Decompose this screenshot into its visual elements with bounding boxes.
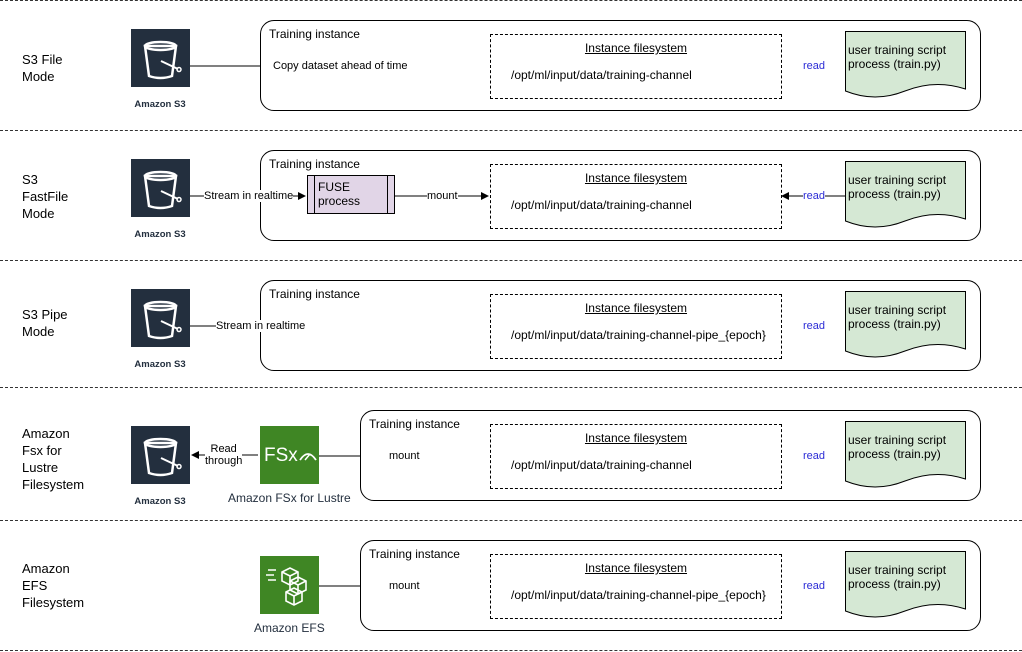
instance-filesystem: Instance filesystem /opt/ml/input/data/t… — [490, 424, 782, 489]
fs-path: /opt/ml/input/data/training-channel — [511, 68, 692, 82]
efs-icon — [260, 556, 319, 614]
mount-label: mount — [389, 580, 420, 592]
row-separator — [0, 130, 1022, 131]
train-script-doc — [845, 551, 966, 618]
row-efs: Amazon EFS Filesystem Amazon EFS Trainin… — [0, 520, 1022, 650]
fs-title: Instance filesystem — [584, 431, 688, 445]
row-separator — [0, 520, 1022, 521]
read-label: read — [803, 60, 826, 72]
instance-filesystem: Instance filesystem /opt/ml/input/data/t… — [490, 34, 782, 99]
row-separator — [0, 387, 1022, 388]
fuse-label: FUSE process — [318, 180, 361, 208]
read-label: read — [803, 320, 826, 332]
s3-bucket-icon — [131, 289, 190, 347]
train-script-text: user training script process (train.py) — [848, 563, 947, 591]
read-through-label: Read through — [205, 443, 243, 467]
s3-label: Amazon S3 — [134, 359, 186, 370]
instance-title: Training instance — [369, 417, 460, 431]
stream-realtime-label: Stream in realtime — [204, 190, 294, 202]
s3-label: Amazon S3 — [134, 229, 186, 240]
train-script-text: user training script process (train.py) — [848, 173, 947, 201]
read-label: read — [803, 190, 826, 202]
fsx-service-label: Amazon FSx for Lustre — [228, 491, 351, 505]
train-script-doc — [845, 31, 966, 98]
mode-title: S3 File Mode — [22, 52, 63, 84]
row-separator — [0, 0, 1022, 1]
s3-label: Amazon S3 — [134, 496, 186, 507]
row-s3-fastfile-mode: S3 FastFile Mode Amazon S3 Training inst… — [0, 130, 1022, 260]
stream-realtime-label: Stream in realtime — [216, 320, 306, 332]
train-script-doc — [845, 161, 966, 228]
s3-bucket-icon — [131, 426, 190, 484]
copy-dataset-label: Copy dataset ahead of time — [273, 60, 408, 72]
fs-path: /opt/ml/input/data/training-channel-pipe… — [511, 588, 766, 602]
s3-bucket-icon — [131, 29, 190, 87]
row-separator — [0, 260, 1022, 261]
read-label: read — [803, 580, 826, 592]
train-script-doc — [845, 291, 966, 358]
mount-label: mount — [389, 450, 420, 462]
fs-path: /opt/ml/input/data/training-channel-pipe… — [511, 328, 766, 342]
read-label: read — [803, 450, 826, 462]
fs-title: Instance filesystem — [584, 41, 688, 55]
fuse-process: FUSE process — [307, 175, 395, 214]
fs-path: /opt/ml/input/data/training-channel — [511, 198, 692, 212]
train-script-doc — [845, 421, 966, 488]
mount-label: mount — [427, 190, 458, 202]
mode-title: Amazon Fsx for Lustre Filesystem — [22, 426, 85, 492]
row-separator — [0, 650, 1022, 651]
instance-filesystem: Instance filesystem /opt/ml/input/data/t… — [490, 164, 782, 229]
instance-title: Training instance — [369, 547, 460, 561]
s3-bucket-icon — [131, 159, 190, 217]
fs-title: Instance filesystem — [584, 171, 688, 185]
instance-title: Training instance — [269, 27, 360, 41]
fsx-lustre-icon: FSx — [260, 426, 319, 484]
s3-label: Amazon S3 — [134, 99, 186, 110]
efs-service-label: Amazon EFS — [254, 621, 325, 635]
row-s3-file-mode: S3 File Mode Amazon S3 Training instance… — [0, 0, 1022, 130]
instance-filesystem: Instance filesystem /opt/ml/input/data/t… — [490, 554, 782, 619]
instance-filesystem: Instance filesystem /opt/ml/input/data/t… — [490, 294, 782, 359]
fs-title: Instance filesystem — [584, 561, 688, 575]
fsx-icon-text: FSx — [264, 445, 298, 466]
row-s3-pipe-mode: S3 Pipe Mode Amazon S3 Training instance… — [0, 260, 1022, 390]
train-script-text: user training script process (train.py) — [848, 43, 947, 71]
instance-title: Training instance — [269, 287, 360, 301]
train-script-text: user training script process (train.py) — [848, 433, 947, 461]
mode-title: Amazon EFS Filesystem — [22, 561, 85, 610]
row-fsx-lustre: Amazon Fsx for Lustre Filesystem Amazon … — [0, 390, 1022, 520]
fs-path: /opt/ml/input/data/training-channel — [511, 458, 692, 472]
fs-title: Instance filesystem — [584, 301, 688, 315]
mode-title: S3 Pipe Mode — [22, 307, 68, 339]
mode-title: S3 FastFile Mode — [22, 172, 69, 221]
train-script-text: user training script process (train.py) — [848, 303, 947, 331]
instance-title: Training instance — [269, 157, 360, 171]
